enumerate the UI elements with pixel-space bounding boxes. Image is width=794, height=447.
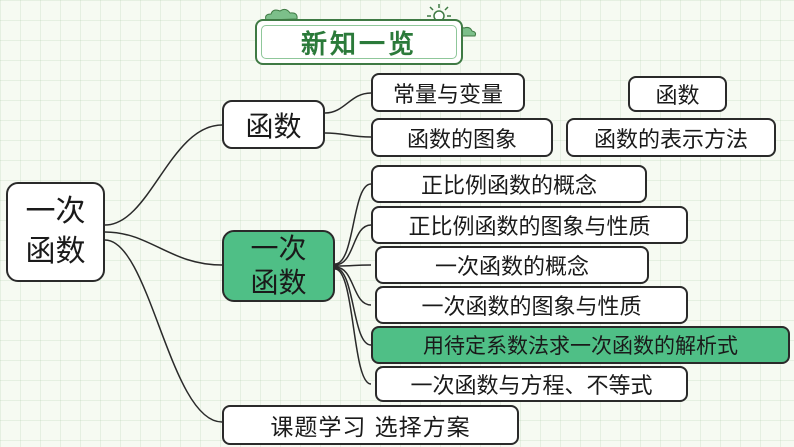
root-node: 一次 函数 xyxy=(6,182,105,282)
connector-root-project xyxy=(104,239,223,423)
root-line-1: 一次 xyxy=(25,194,86,229)
connector-root-function xyxy=(104,124,223,226)
branch-function: 函数 xyxy=(222,100,325,149)
branch-project: 课题学习 选择方案 xyxy=(222,405,519,445)
page-title: 新知一览 xyxy=(255,19,463,65)
linear-child-node: 正比例函数的图象与性质 xyxy=(371,206,688,244)
connector-function-child-2 xyxy=(324,132,372,138)
function-side-node: 函数 xyxy=(628,76,727,112)
branch-linear-line-1: 一次 xyxy=(250,232,307,265)
connector-linear-child-2 xyxy=(334,224,372,266)
function-side-node: 函数的表示方法 xyxy=(566,118,776,157)
connector-linear-child-6 xyxy=(334,268,372,385)
connector-root-linear xyxy=(104,231,223,266)
linear-child-node: 一次函数的概念 xyxy=(375,246,649,284)
function-child-node: 函数的图象 xyxy=(371,118,553,157)
linear-child-node: 正比例函数的概念 xyxy=(371,165,647,203)
branch-linear-function: 一次 函数 xyxy=(222,230,335,302)
branch-linear-line-2: 函数 xyxy=(250,266,307,299)
root-line-2: 函数 xyxy=(25,234,86,269)
function-child-node: 常量与变量 xyxy=(371,73,525,112)
cloud-icon xyxy=(265,8,298,21)
linear-child-node: 一次函数的图象与性质 xyxy=(375,286,688,324)
connector-linear-child-3 xyxy=(334,264,372,267)
connector-function-child-1 xyxy=(324,92,372,114)
linear-child-node-highlighted: 用待定系数法求一次函数的解析式 xyxy=(371,326,790,364)
connector-linear-child-5 xyxy=(334,267,372,346)
connector-linear-child-1 xyxy=(334,183,372,265)
linear-child-node: 一次函数与方程、不等式 xyxy=(375,366,688,402)
connector-linear-child-4 xyxy=(334,266,372,306)
